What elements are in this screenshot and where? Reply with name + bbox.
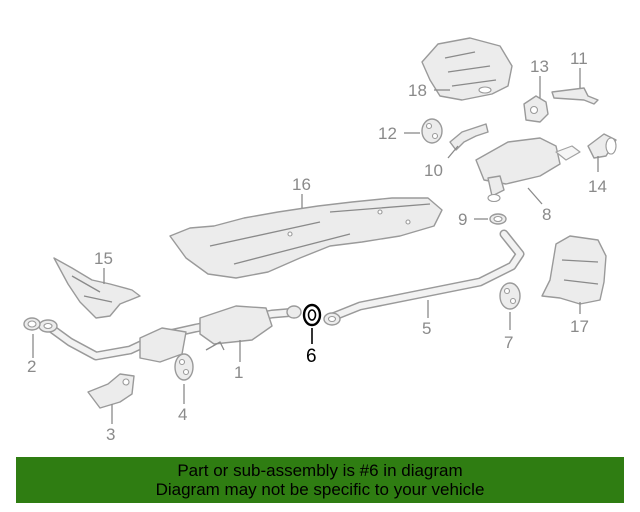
part-4-rubber-hanger[interactable] bbox=[174, 353, 194, 381]
callout-1: 1 bbox=[234, 363, 243, 382]
part-7-rubber-hanger[interactable] bbox=[499, 282, 521, 310]
callout-8: 8 bbox=[542, 205, 551, 224]
callout-5: 5 bbox=[422, 319, 431, 338]
part-18-heat-shield[interactable] bbox=[421, 37, 513, 101]
exhaust-system-diagram: 1 2 3 4 5 6 7 8 9 10 11 12 13 14 15 16 1… bbox=[23, 37, 617, 444]
part-13-hanger-bracket[interactable] bbox=[523, 95, 549, 123]
callout-16: 16 bbox=[292, 175, 311, 194]
part-5-center-pipe[interactable] bbox=[323, 229, 525, 326]
part-16-floor-heat-shield[interactable] bbox=[169, 197, 443, 279]
banner-line-part-number: Part or sub-assembly is #6 in diagram bbox=[177, 461, 463, 480]
part-11-bolt[interactable] bbox=[551, 87, 599, 105]
part-14-exhaust-tip[interactable] bbox=[587, 133, 617, 159]
callout-14: 14 bbox=[588, 177, 607, 196]
part-3-bracket[interactable] bbox=[87, 373, 135, 409]
callout-12: 12 bbox=[378, 124, 397, 143]
part-2-gasket[interactable] bbox=[23, 317, 41, 331]
callout-3: 3 bbox=[106, 425, 115, 444]
part-10-hanger-bracket[interactable] bbox=[449, 123, 489, 151]
callout-11: 11 bbox=[570, 49, 588, 68]
callout-9: 9 bbox=[458, 210, 467, 229]
callout-18: 18 bbox=[408, 81, 427, 100]
part-9-gasket[interactable] bbox=[489, 213, 507, 225]
callout-15: 15 bbox=[94, 249, 113, 268]
callout-4: 4 bbox=[178, 405, 187, 424]
callout-6-highlighted: 6 bbox=[306, 346, 317, 367]
callout-7: 7 bbox=[504, 333, 513, 352]
part-6-gasket-highlighted[interactable] bbox=[302, 303, 322, 327]
part-12-rubber-hanger[interactable] bbox=[421, 118, 443, 144]
info-banner: Part or sub-assembly is #6 in diagram Di… bbox=[16, 457, 624, 503]
callout-17: 17 bbox=[570, 317, 589, 336]
part-1-front-pipe-catalytic-converter[interactable] bbox=[38, 305, 302, 363]
part-8-muffler[interactable] bbox=[475, 137, 581, 203]
part-17-rear-heat-shield[interactable] bbox=[541, 235, 607, 305]
leader-lines bbox=[32, 68, 599, 424]
banner-line-disclaimer: Diagram may not be specific to your vehi… bbox=[155, 480, 485, 499]
callout-13: 13 bbox=[530, 57, 549, 76]
callout-10: 10 bbox=[424, 161, 443, 180]
part-15-front-heat-shield[interactable] bbox=[53, 257, 141, 319]
callout-2: 2 bbox=[27, 357, 36, 376]
